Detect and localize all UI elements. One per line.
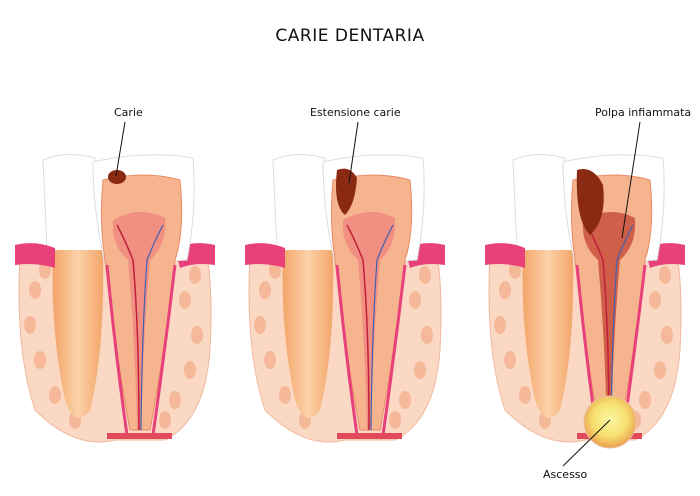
- bone-cavity: [24, 316, 36, 334]
- bone-cavity: [519, 386, 531, 404]
- nerve: [370, 224, 394, 431]
- bone-cavity: [421, 326, 433, 344]
- bone-cavity: [169, 391, 181, 409]
- bone-cavity: [179, 291, 191, 309]
- blood-vessel: [116, 224, 140, 431]
- leader-line-caries: [115, 121, 126, 177]
- bone-cavity: [414, 361, 426, 379]
- abscess: [583, 395, 637, 449]
- base-vessel: [107, 433, 172, 439]
- ligament-left: [105, 264, 129, 436]
- bone-cavity: [659, 266, 671, 284]
- bone-cavity: [661, 326, 673, 344]
- ligament-left: [335, 264, 359, 436]
- bone-cavity: [189, 266, 201, 284]
- bone-cavity: [409, 291, 421, 309]
- bone-cavity: [279, 386, 291, 404]
- bone-cavity: [639, 391, 651, 409]
- bone-cavity: [654, 361, 666, 379]
- bone-cavity: [159, 411, 171, 429]
- bone-cavity: [34, 351, 46, 369]
- bone-cavity: [259, 281, 271, 299]
- tooth-stage-1: [15, 154, 215, 443]
- caries-deep: [576, 169, 604, 235]
- nerve: [610, 224, 634, 431]
- back-tooth-root: [522, 250, 574, 418]
- ligament-right: [381, 264, 407, 436]
- bone-cavity: [504, 351, 516, 369]
- bone-cavity: [419, 266, 431, 284]
- bone-cavity: [649, 291, 661, 309]
- leader-line-abscess: [562, 419, 611, 467]
- blood-vessel: [586, 224, 610, 431]
- label-abscess: Ascesso: [543, 468, 588, 481]
- caries-spot: [108, 170, 126, 184]
- ligament-right: [151, 264, 177, 436]
- base-vessel: [337, 433, 402, 439]
- bone-cavity: [29, 281, 41, 299]
- bone-cavity: [264, 351, 276, 369]
- pulp: [112, 211, 166, 430]
- caries-spread: [336, 168, 357, 215]
- diagram-title: CARIE DENTARIA: [275, 26, 425, 46]
- bone-cavity: [191, 326, 203, 344]
- back-tooth-root: [52, 250, 104, 418]
- label-caries-extension: Estensione carie: [310, 106, 401, 119]
- gum-left: [485, 243, 525, 268]
- leader-line-extension: [348, 121, 359, 184]
- blood-vessel: [346, 224, 370, 431]
- gum-left: [245, 243, 285, 268]
- pulp: [342, 211, 396, 430]
- leader-line-pulp: [621, 121, 641, 239]
- bone-cavity: [184, 361, 196, 379]
- tooth-stage-3: [485, 154, 685, 443]
- pulp: [582, 211, 636, 430]
- bone-cavity: [399, 391, 411, 409]
- bone-cavity: [389, 411, 401, 429]
- back-tooth-root: [282, 250, 334, 418]
- nerve: [140, 224, 164, 431]
- tooth-stage-2: [245, 154, 445, 443]
- bone-cavity: [254, 316, 266, 334]
- label-caries: Carie: [114, 106, 143, 119]
- bone-cavity: [49, 386, 61, 404]
- gum-left: [15, 243, 55, 268]
- bone-cavity: [499, 281, 511, 299]
- bone-cavity: [494, 316, 506, 334]
- label-inflamed-pulp: Polpa infiammata: [595, 106, 692, 119]
